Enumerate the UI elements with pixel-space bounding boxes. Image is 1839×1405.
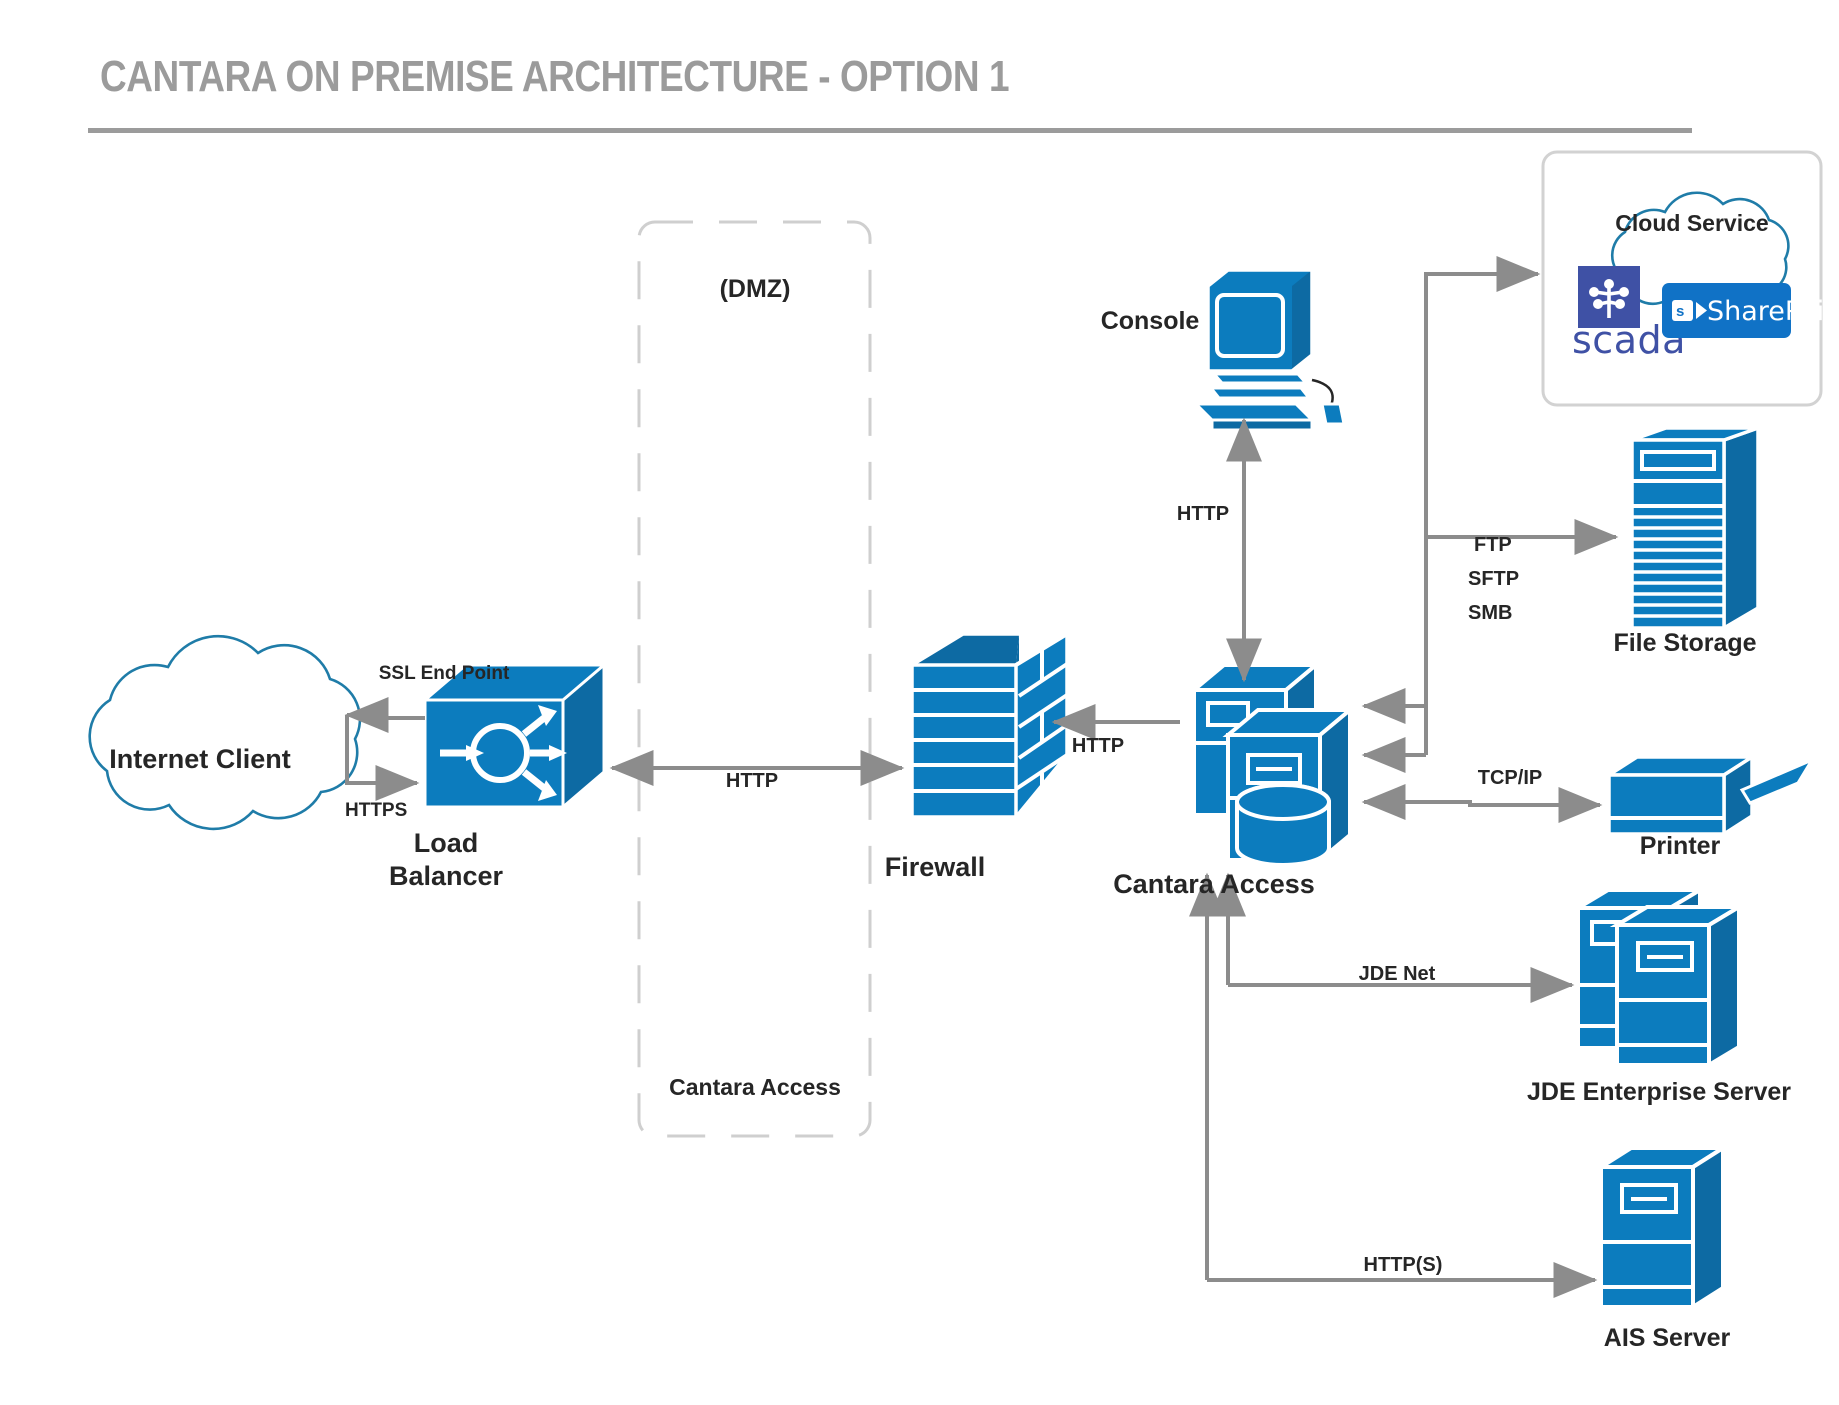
sharepoint-logo-icon: s: [1662, 283, 1791, 338]
scada-logo-icon: [1578, 266, 1640, 328]
connector-https: [345, 715, 420, 801]
connector-cloud-service: [1424, 256, 1541, 755]
edge-label-https: HTTPS: [345, 800, 408, 821]
dmz-inner-label: Cantara Access: [669, 1074, 841, 1100]
edge-label-sftp: SFTP: [1468, 568, 1520, 590]
file-storage-icon: [1630, 425, 1760, 632]
printer-label: Printer: [1639, 832, 1721, 860]
edge-label-http-console: HTTP: [1176, 503, 1230, 525]
edge-label-ftp: FTP: [1474, 534, 1512, 556]
edge-label-tcpip: TCP/IP: [1477, 767, 1543, 789]
internet-client-icon: [88, 634, 362, 831]
edge-label-smb: SMB: [1468, 602, 1513, 624]
title-underline: [88, 128, 1692, 133]
ais-server-icon: [1594, 1144, 1730, 1311]
file-storage-label: File Storage: [1613, 629, 1757, 657]
load-balancer-label-line1: Load: [413, 828, 479, 858]
load-balancer-label-line2: Balancer: [388, 861, 504, 891]
page-title: CANTARA ON PREMISE ARCHITECTURE - OPTION…: [100, 52, 1010, 101]
internet-client-label: Internet Client: [109, 744, 291, 774]
edge-label-jde-net: JDE Net: [1358, 963, 1436, 985]
jde-enterprise-server-label: JDE Enterprise Server: [1526, 1078, 1792, 1106]
dmz-label: (DMZ): [719, 275, 791, 303]
cantara-access-label: Cantara Access: [1113, 869, 1315, 899]
console-label: Console: [1100, 307, 1200, 335]
console-icon: [1192, 268, 1346, 432]
dmz-zone: [637, 220, 872, 1138]
connector-file-transfer: [1424, 519, 1619, 755]
edge-label-ssl-end-point: SSL End Point: [378, 663, 510, 684]
firewall-icon: [910, 632, 1069, 819]
jde-enterprise-server-icon: [1570, 886, 1747, 1069]
load-balancer-icon: [423, 663, 606, 809]
connector-ssl-end-point: [344, 697, 425, 733]
ais-server-label: AIS Server: [1603, 1324, 1731, 1352]
edge-label-http-firewall-cantara: HTTP: [1071, 735, 1125, 757]
cantara-access-icon: [1188, 660, 1356, 867]
firewall-label: Firewall: [884, 852, 986, 882]
edge-label-http-lb-firewall: HTTP: [725, 770, 779, 792]
printer-icon: [1603, 753, 1816, 838]
edge-label-https-ais: HTTP(S): [1363, 1254, 1443, 1276]
cloud-service-label: Cloud Service: [1615, 210, 1769, 236]
svg-text:s: s: [1676, 303, 1684, 320]
sharepoint-label: SharePoint: [1707, 296, 1839, 327]
